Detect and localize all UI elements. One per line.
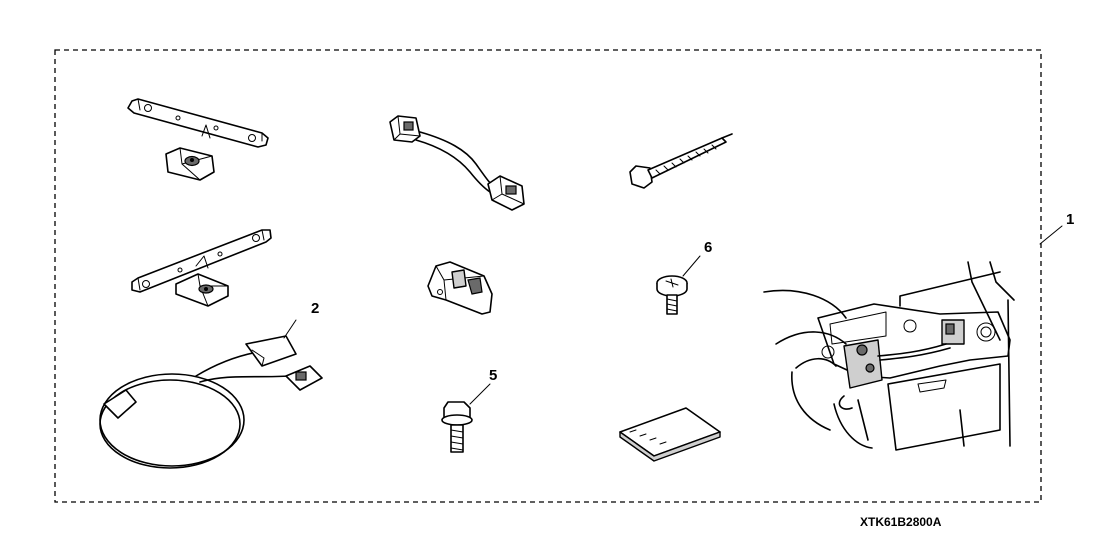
switch-mount-bracket — [427, 261, 493, 315]
screw — [656, 255, 701, 315]
adhesive-pad — [619, 407, 721, 462]
wire-harness — [99, 319, 323, 469]
installed-view-dashboard — [763, 261, 1015, 451]
mounting-bracket-upper — [127, 98, 269, 181]
drawing-code: XTK61B2800A — [860, 515, 942, 529]
callout-leader-1 — [1039, 225, 1063, 245]
callout-6: 6 — [704, 239, 712, 256]
callout-1: 1 — [1066, 211, 1074, 228]
callout-5: 5 — [489, 367, 497, 384]
callout-2: 2 — [311, 300, 319, 317]
cable-tie — [629, 133, 733, 189]
flange-bolt — [441, 383, 491, 453]
mounting-bracket-lower — [131, 229, 272, 307]
kit-boundary — [54, 49, 1042, 503]
jumper-harness — [389, 115, 525, 211]
